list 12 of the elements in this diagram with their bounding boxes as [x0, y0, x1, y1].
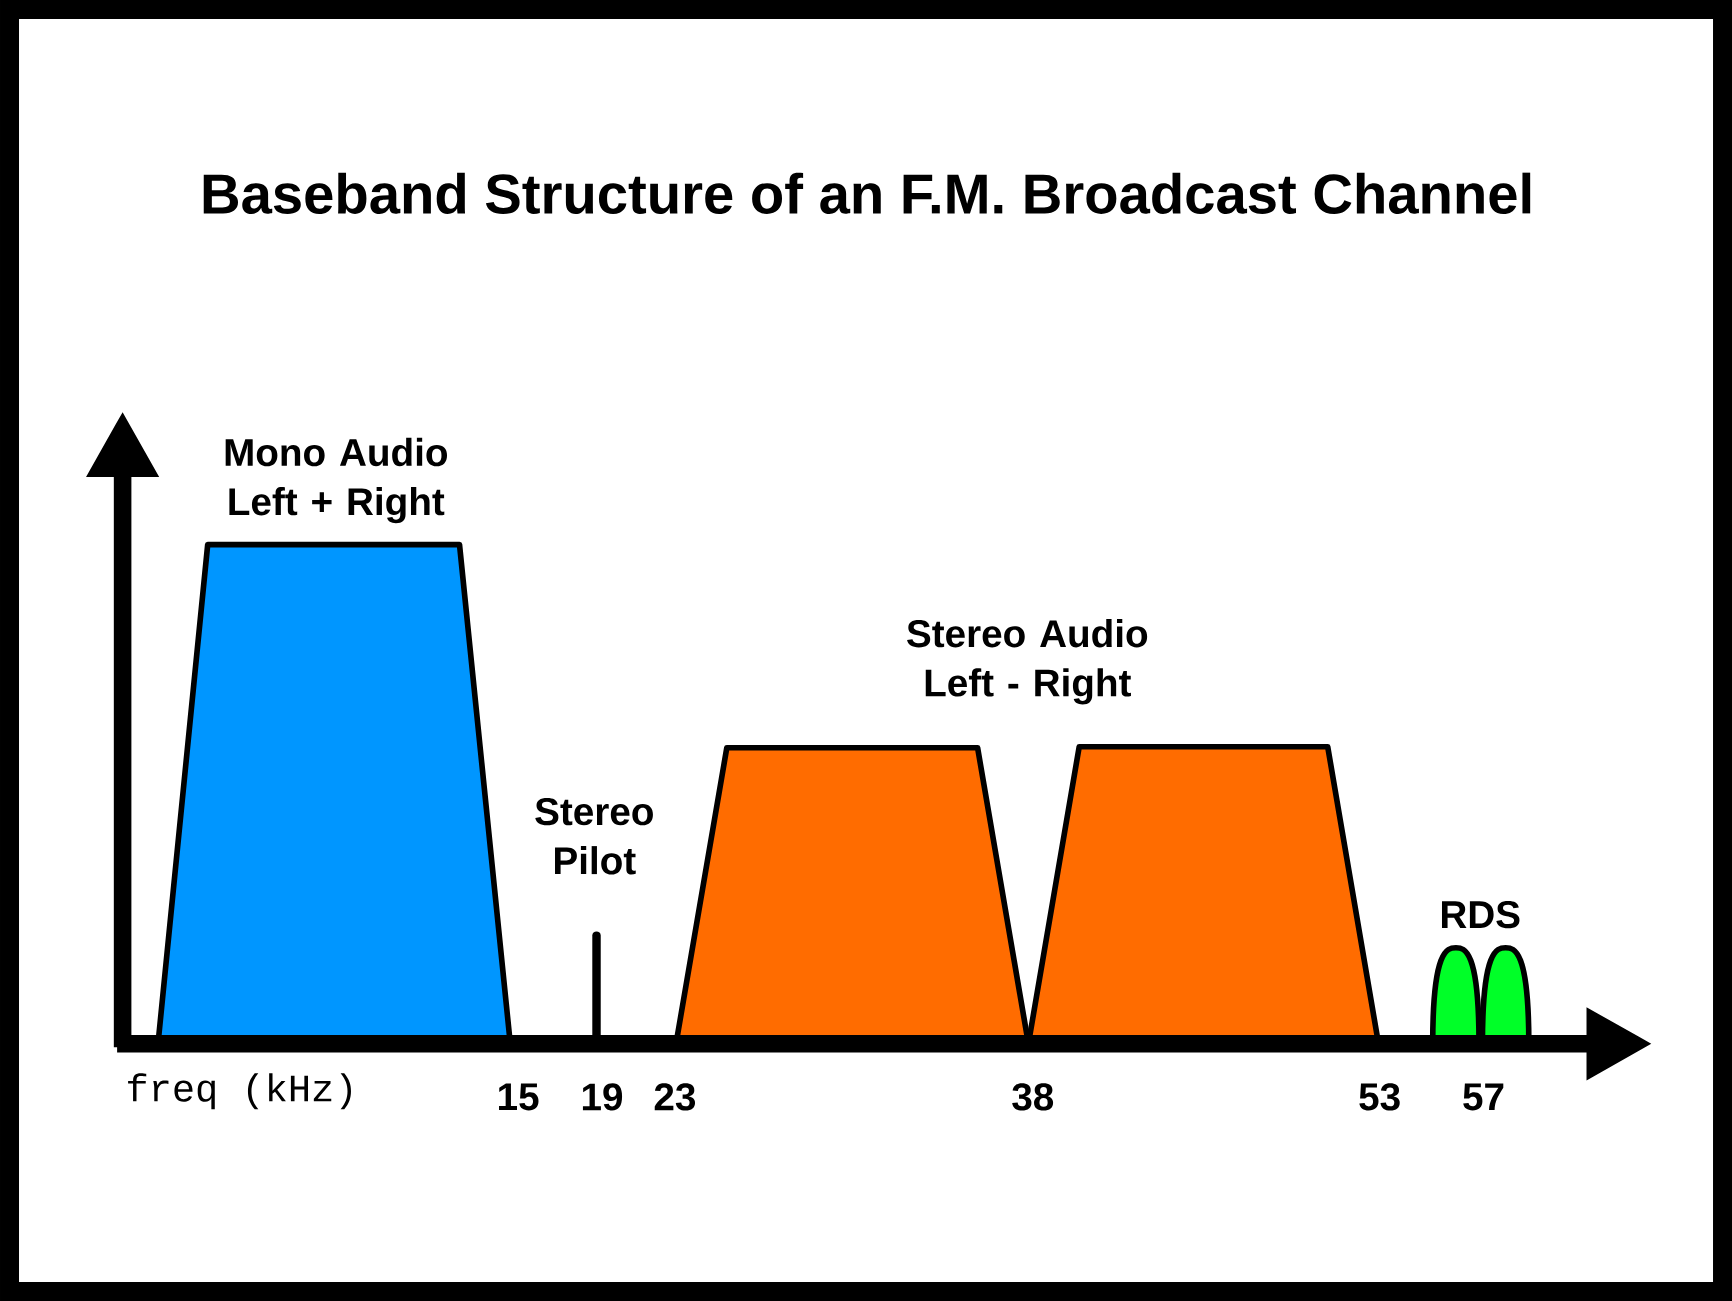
band-label: Stereo Audio Left - Right [907, 619, 1148, 705]
band-label: Mono Audio Left + Right [225, 437, 448, 524]
band-label: RDS [1442, 900, 1520, 929]
tick-label: 53 [1359, 1083, 1400, 1111]
tick-label: 19 [582, 1083, 623, 1111]
tick-label: 15 [499, 1083, 539, 1111]
tick-label: 57 [1463, 1083, 1504, 1111]
title: Baseband Structure of an F.M. Broadcast Channel [203, 172, 1531, 214]
axis-label: freq (kHz) [128, 1073, 351, 1110]
tick-label: 23 [654, 1083, 695, 1111]
band-label: Stereo Pilot [535, 797, 653, 875]
tick-label: 38 [1012, 1083, 1054, 1111]
